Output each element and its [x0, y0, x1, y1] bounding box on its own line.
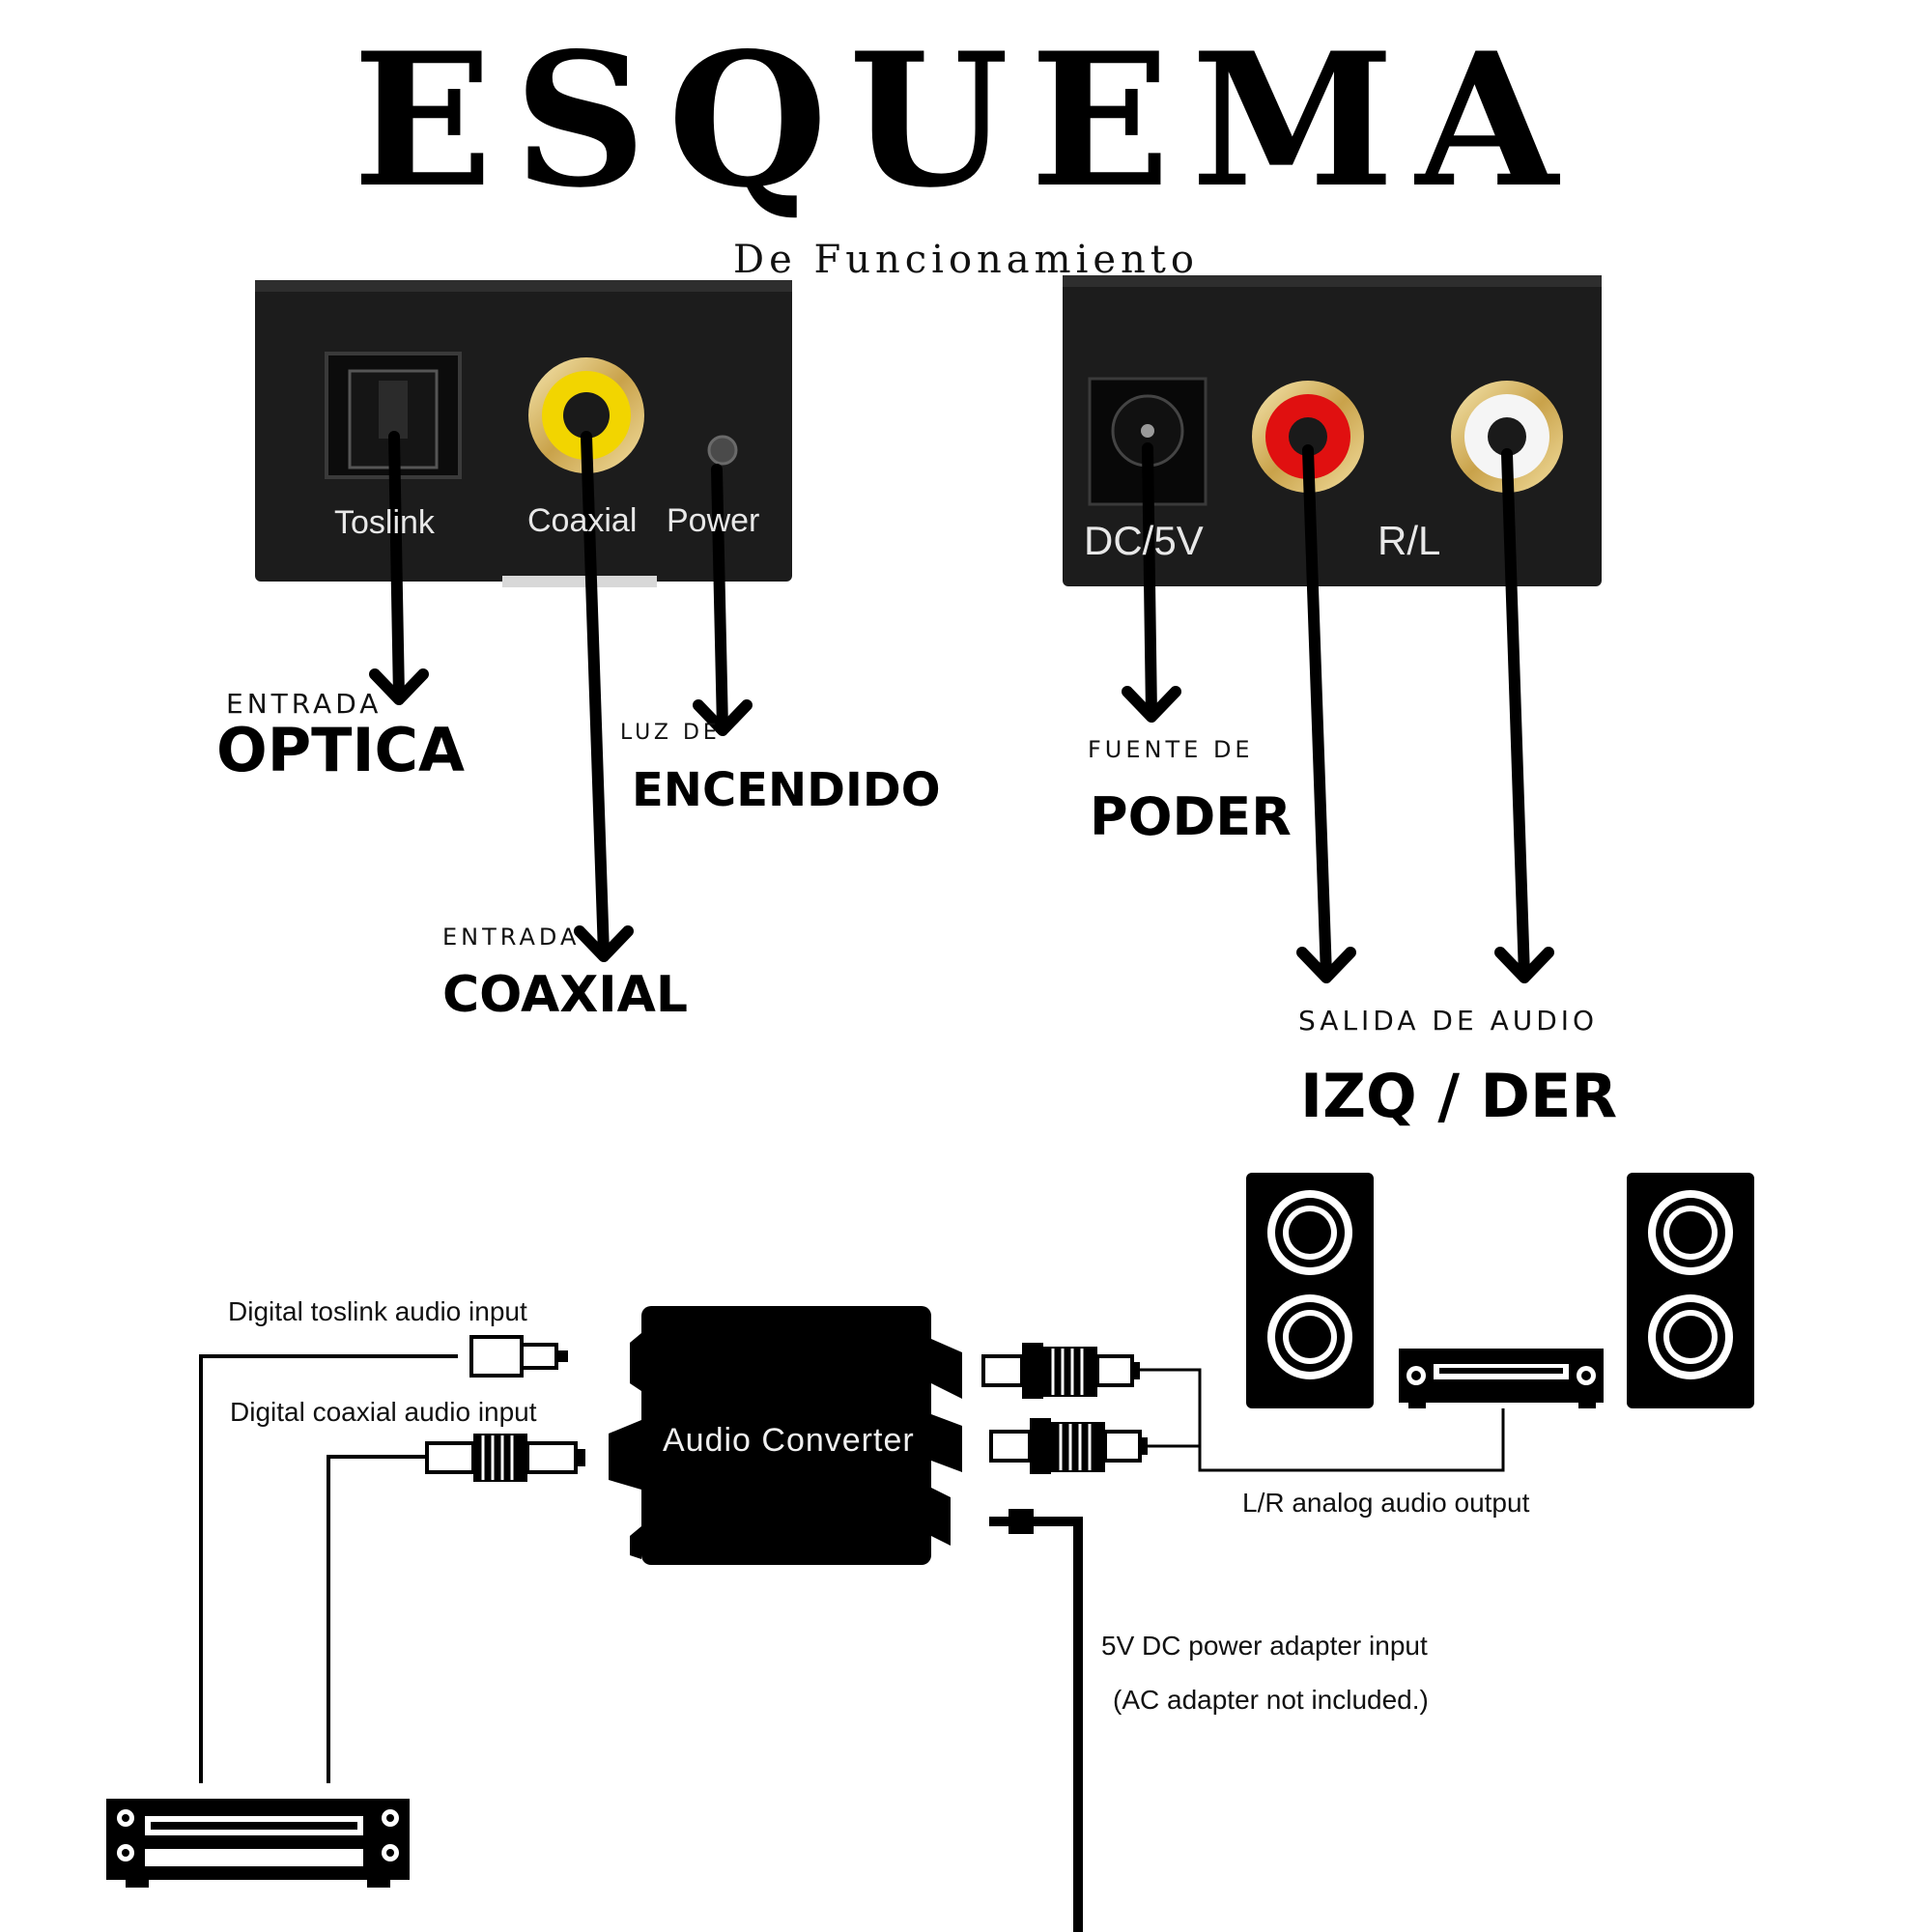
source-device	[106, 1799, 410, 1888]
coaxial-port-label: Coaxial	[527, 502, 638, 539]
page-subtitle: De Funcionamiento	[733, 238, 1199, 282]
coaxial-port	[528, 357, 644, 473]
optica-small-label: ENTRADA	[226, 688, 383, 720]
coaxial-rca-plug	[425, 1434, 585, 1482]
wiring-diagram	[106, 1173, 1754, 1932]
encendido-small-label: LUZ DE	[620, 721, 721, 745]
optica-big-label: OPTICA	[216, 715, 465, 785]
amplifier	[1399, 1349, 1604, 1408]
output-rca-plug-1	[981, 1343, 1140, 1399]
dc-power-plug	[989, 1509, 1083, 1932]
poder-small-label: FUENTE DE	[1088, 736, 1254, 763]
toslink-input-label: Digital toslink audio input	[228, 1296, 527, 1326]
audio-converter-box	[609, 1306, 962, 1565]
coaxial-big-label: COAXIAL	[442, 966, 689, 1024]
toslink-port-label: Toslink	[334, 504, 435, 541]
adapter-note-label: (AC adapter not included.)	[1113, 1685, 1429, 1715]
right-device-panel	[1063, 275, 1602, 586]
left-device-panel	[255, 280, 792, 587]
power-led	[707, 435, 738, 466]
callout-arrows	[369, 431, 1554, 983]
audio-small-label: SALIDA DE AUDIO	[1298, 1005, 1599, 1037]
output-rca-plug-2	[989, 1418, 1148, 1474]
power-input-label: 5V DC power adapter input	[1101, 1631, 1428, 1661]
analog-output-label: L/R analog audio output	[1242, 1488, 1530, 1518]
coaxial-input-label: Digital coaxial audio input	[230, 1397, 537, 1427]
toslink-plug	[469, 1335, 568, 1378]
page-title: ESQUEMA	[353, 13, 1579, 228]
power-led-label: Power	[667, 502, 760, 539]
coaxial-small-label: ENTRADA	[442, 923, 581, 951]
rl-port-label: R/L	[1378, 518, 1441, 563]
encendido-big-label: ENCENDIDO	[632, 763, 941, 817]
right-rca-jack	[1252, 381, 1364, 493]
left-speaker	[1246, 1173, 1374, 1408]
audio-converter-label: Audio Converter	[663, 1422, 915, 1459]
dc-power-jack	[1088, 377, 1208, 506]
dc-port-label: DC/5V	[1084, 518, 1204, 563]
audio-big-label: IZQ / DER	[1300, 1061, 1618, 1131]
left-rca-jack	[1451, 381, 1563, 493]
right-speaker	[1627, 1173, 1754, 1408]
poder-big-label: PODER	[1090, 786, 1292, 847]
